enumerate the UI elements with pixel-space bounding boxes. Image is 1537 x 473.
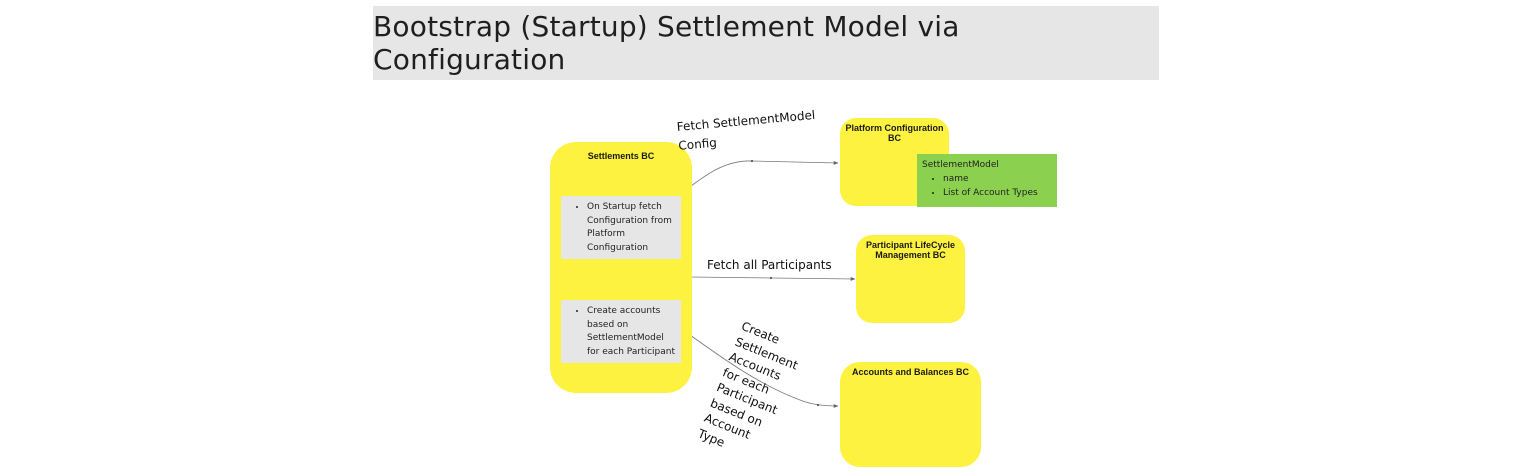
note-item: On Startup fetch Configuration from Plat… (587, 201, 675, 255)
edge-label-fetch-participants: Fetch all Participants (707, 258, 832, 272)
participant-lifecycle-bc-label: Participant LifeCycle Management BC (865, 240, 956, 260)
edge-midpoint-dot (750, 159, 754, 163)
settlements-note-startup: On Startup fetch Configuration from Plat… (561, 196, 681, 259)
edge-midpoint-dot (816, 403, 820, 407)
edge-fetch-config (681, 160, 839, 194)
edge-fetch-participants (689, 276, 856, 281)
diagram-title: Bootstrap (Startup) Settlement Model via… (373, 10, 960, 76)
settlement-model-item: List of Account Types (943, 186, 1052, 200)
platform-configuration-bc-label: Platform Configuration BC (845, 123, 944, 143)
settlement-model-card: SettlementModel name List of Account Typ… (917, 154, 1057, 207)
settlement-model-title: SettlementModel (922, 160, 999, 170)
accounts-balances-bc-node[interactable]: Accounts and Balances BC (840, 362, 981, 467)
accounts-balances-bc-label: Accounts and Balances BC (851, 367, 970, 377)
participant-lifecycle-bc-node[interactable]: Participant LifeCycle Management BC (856, 235, 965, 323)
edge-create-accounts (689, 334, 839, 408)
note-item: Create accounts based on SettlementModel… (587, 305, 675, 359)
settlements-bc-label: Settlements BC (587, 151, 655, 161)
edge-midpoint-dot (769, 276, 773, 280)
settlements-note-create-accounts: Create accounts based on SettlementModel… (561, 300, 681, 363)
diagram-title-bar: Bootstrap (Startup) Settlement Model via… (373, 6, 1159, 80)
settlement-model-item: name (943, 172, 1052, 186)
